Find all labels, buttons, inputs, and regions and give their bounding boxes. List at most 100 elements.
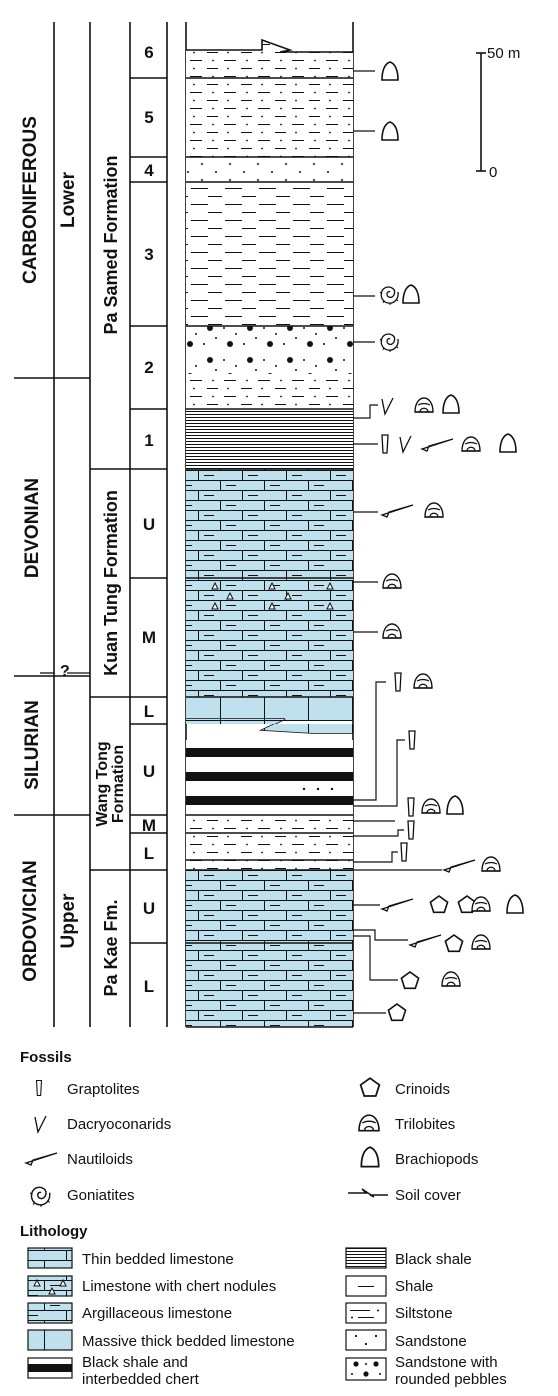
series-label: Lower: [58, 171, 79, 228]
trilobite-icon: [471, 934, 491, 950]
brachiopod-icon: [381, 121, 399, 141]
unit-label: 1: [144, 431, 153, 450]
formation-label-line2: Formation: [110, 745, 127, 823]
fossil-markers: [379, 61, 524, 1022]
legend-swatch-shale: [345, 1275, 387, 1297]
unit-label: L: [144, 977, 154, 996]
soil-cover-icon: [348, 1188, 388, 1198]
legend-fossil-label: Brachiopods: [395, 1151, 478, 1168]
legend-lithology-label: Massive thick bedded limestone: [82, 1333, 295, 1350]
legend-lithology-label: Black shale: [395, 1251, 472, 1268]
system-label: DEVONIAN: [22, 478, 43, 578]
legend-fossil-label: Graptolites: [67, 1081, 140, 1098]
legend-lithology-label: Shale: [395, 1278, 433, 1295]
legend-lithology-label: Sandstone with: [395, 1354, 498, 1371]
unit-label: 2: [144, 358, 153, 377]
legend-swatch-siltstone: [345, 1302, 387, 1324]
chert-nodules: [211, 581, 334, 610]
brachiopod-icon: [446, 795, 464, 815]
crinoid-icon: [359, 1077, 381, 1097]
unit-label: 5: [144, 108, 153, 127]
system-label: SILURIAN: [22, 700, 43, 790]
crinoid-icon: [444, 934, 464, 953]
brachiopod-icon: [402, 284, 420, 304]
legend-fossil-label: Nautiloids: [67, 1151, 133, 1168]
legend-swatch-sandstone: [345, 1329, 387, 1351]
lithology-column: [186, 38, 353, 1027]
legend-lithology-label-line2: interbedded chert: [82, 1371, 200, 1388]
legend-lithology-label: Sandstone: [395, 1333, 467, 1350]
legend-swatch-thin-limestone: [27, 1247, 73, 1269]
graptolite-icon: [408, 730, 416, 750]
formation-label: Wang Tong: [94, 741, 111, 826]
dacryoconarid-icon: [399, 435, 412, 453]
graptolite-icon: [381, 434, 389, 454]
crinoid-icon: [400, 971, 420, 990]
legend-swatch-massive-limestone: [27, 1329, 73, 1351]
graptolite-icon: [407, 820, 415, 840]
brachiopod-icon: [499, 433, 517, 453]
legend-fossil-label: Crinoids: [395, 1081, 450, 1098]
unit-label: 3: [144, 245, 153, 264]
legend-swatch-pebbly-sandstone: [345, 1357, 387, 1381]
formation-label: Pa Samed Formation: [101, 155, 121, 334]
unit-label: L: [144, 844, 154, 863]
graptolite-icon: [394, 672, 402, 692]
trilobite-icon: [382, 623, 402, 639]
trilobite-icon: [441, 971, 461, 987]
fossil-leader-lines: [353, 70, 442, 1014]
legend-swatch-black-shale-chert: [27, 1357, 73, 1379]
goniatite-icon: [379, 333, 399, 353]
trilobite-icon: [421, 798, 441, 814]
graptolite-icon: [400, 842, 408, 862]
legend-lithology: Lithology Thin bedded limestone Limeston…: [20, 1223, 507, 1388]
brachiopod-icon: [381, 61, 399, 81]
legend-fossil-label: Trilobites: [395, 1116, 455, 1133]
unit-label: M: [142, 628, 156, 647]
brachiopod-icon: [506, 894, 524, 914]
system-label: ORDOVICIAN: [20, 860, 41, 981]
legend-lithology-label: Thin bedded limestone: [82, 1251, 234, 1268]
unit-label: U: [143, 762, 155, 781]
legend-lithology-label: Siltstone: [395, 1305, 453, 1322]
unit-label: L: [144, 702, 154, 721]
unit-label: 6: [144, 43, 153, 62]
legend-swatch-black-shale: [345, 1247, 387, 1269]
legend-fossil-label: Dacryoconarids: [67, 1116, 171, 1133]
brachiopod-icon: [442, 394, 460, 414]
trilobite-icon: [471, 896, 491, 912]
formation-label: Pa Kae Fm.: [101, 899, 121, 996]
trilobite-icon: [424, 502, 444, 518]
bed-boundaries: [186, 77, 353, 1028]
legend-swatch-chert-limestone: [27, 1275, 73, 1297]
series-label: Upper: [58, 893, 79, 949]
legend-lithology-label: Black shale and: [82, 1354, 188, 1371]
trilobite-icon: [382, 573, 402, 589]
nautiloid-icon: [421, 438, 454, 452]
graptolite-icon: [35, 1079, 43, 1097]
legend-lithology-title: Lithology: [20, 1223, 88, 1240]
trilobite-icon: [413, 673, 433, 689]
legend-fossils: Fossils Graptolites Dacryoconarids Nauti…: [20, 1049, 478, 1208]
brachiopod-icon: [360, 1146, 380, 1168]
legend-fossil-label: Goniatites: [67, 1187, 135, 1204]
dacryoconarid-icon: [34, 1115, 47, 1133]
nautiloid-icon: [381, 898, 414, 912]
crinoid-icon: [429, 895, 449, 914]
nautiloid-icon: [25, 1152, 58, 1166]
scale-bottom-label: 0: [489, 164, 497, 181]
nautiloid-icon: [443, 859, 476, 873]
scale-bar: 50 m 0: [476, 45, 520, 181]
trilobite-icon: [461, 436, 481, 452]
nautiloid-icon: [409, 934, 442, 948]
unit-label: 4: [144, 161, 154, 180]
graptolite-icon: [407, 797, 415, 817]
goniatite-icon: [29, 1186, 51, 1208]
trilobite-icon: [481, 856, 501, 872]
scale-top-label: 50 m: [487, 45, 520, 62]
question-mark: ?: [60, 663, 70, 680]
black-shale-chert-beds: [186, 748, 353, 805]
nautiloid-icon: [381, 504, 414, 518]
dacryoconarid-icon: [381, 397, 394, 415]
